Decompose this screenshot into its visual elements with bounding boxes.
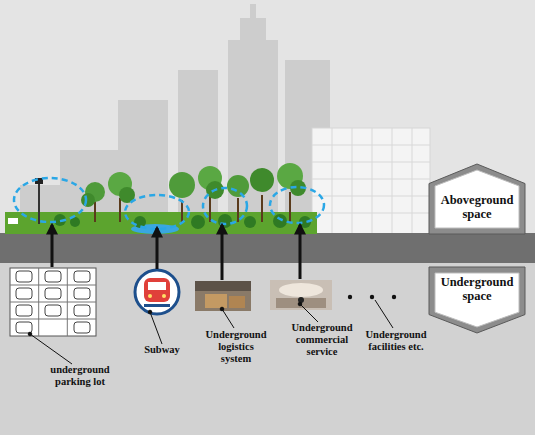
parking-lot-icon (10, 268, 96, 336)
space-sign: Aboveground space (428, 163, 526, 235)
highlight-ellipses (14, 178, 324, 229)
underground-area (0, 263, 535, 435)
sign-border (429, 164, 525, 234)
facility-label: Underground logistics system (203, 329, 269, 365)
subway-icon (135, 270, 179, 314)
sign-border (429, 267, 525, 333)
office-building (312, 128, 430, 235)
leader-lines (28, 300, 393, 364)
facility-label: Underground facilities etc. (360, 329, 432, 353)
up-arrows (52, 225, 300, 280)
commercial-photo (270, 280, 332, 310)
sign-text: Aboveground space (438, 193, 516, 221)
facility-label: Subway (135, 344, 189, 356)
ground-surface (0, 233, 535, 263)
sign-face (435, 170, 519, 228)
sign-text: Underground space (438, 275, 516, 303)
space-sign: Underground space (428, 266, 526, 334)
ellipsis-dots (348, 295, 396, 299)
facility-label: Underground commercial service (285, 322, 359, 358)
logistics-photo (195, 281, 251, 311)
skyline (20, 4, 330, 235)
sign-face (435, 273, 519, 327)
facility-label: underground parking lot (42, 364, 118, 388)
